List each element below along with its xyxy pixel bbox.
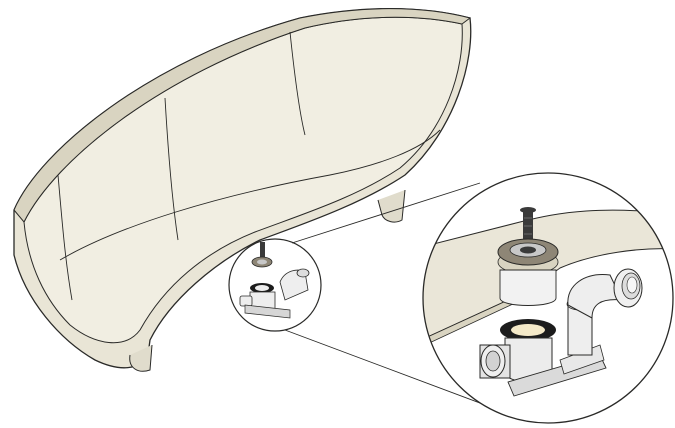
- bathtub-floor-line: [59, 129, 441, 261]
- bathtub-foot-right: [377, 189, 406, 223]
- drain-body-upper: [499, 269, 557, 306]
- bathtub-seam-2: [289, 31, 306, 136]
- detail-callout: [422, 172, 674, 424]
- bathtub-seam-3: [57, 174, 73, 301]
- drain-location-circle: [228, 238, 322, 332]
- drain-assembly-small: [239, 242, 310, 319]
- bathtub: [13, 7, 472, 372]
- bathtub-foot-left: [129, 344, 153, 372]
- stopper: [520, 207, 536, 248]
- detail-tub-floor: [423, 209, 673, 346]
- callout-line-top: [291, 182, 481, 244]
- gasket-ring: [500, 319, 556, 341]
- trap-body: [479, 268, 643, 397]
- bathtub-rim: [13, 8, 472, 223]
- drain-flange: [497, 238, 559, 266]
- bathtub-seam-1: [164, 97, 179, 241]
